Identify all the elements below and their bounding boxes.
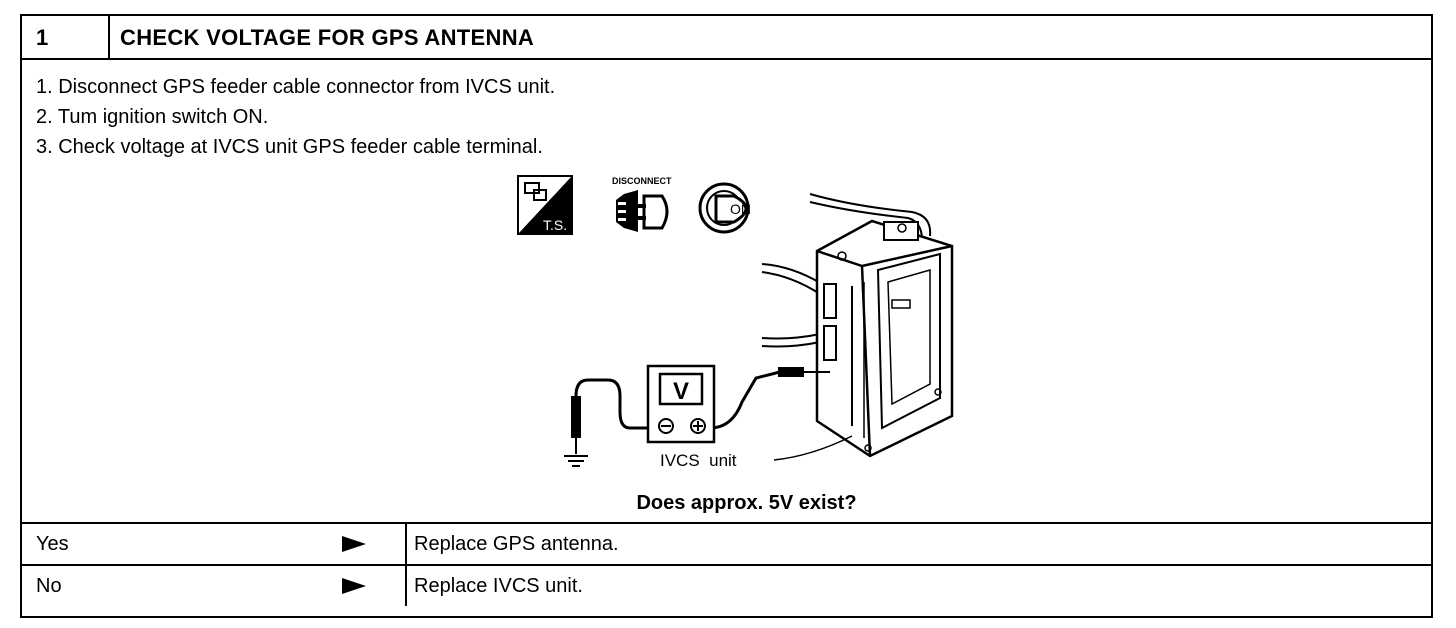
step-number: 1 — [22, 16, 110, 58]
diagnosis-question: Does approx. 5V exist? — [636, 492, 857, 514]
arrow-right-icon — [342, 536, 366, 552]
step-item: 2. Tum ignition switch ON. — [36, 106, 269, 128]
result-row-no: No Replace IVCS unit. — [22, 564, 1431, 606]
step-title: CHECK VOLTAGE FOR GPS ANTENNA — [120, 25, 535, 50]
answer-label: No — [36, 575, 62, 597]
ivcs-unit-label: IVCS unit — [660, 451, 737, 470]
step-item: 1. Disconnect GPS feeder cable connector… — [36, 76, 556, 98]
column-divider — [405, 524, 407, 564]
column-divider — [405, 566, 407, 606]
voltage-check-diagram: T.S. DISCONNECT ON — [517, 175, 954, 470]
action-text: Replace GPS antenna. — [414, 533, 619, 555]
ignition-key-on-icon: ON — [698, 182, 751, 234]
step-item: 3. Check voltage at IVCS unit GPS feeder… — [36, 136, 543, 158]
diagnosis-table: 1 CHECK VOLTAGE FOR GPS ANTENNA 1. Disco… — [20, 14, 1433, 618]
result-row-yes: Yes Replace GPS antenna. — [22, 522, 1431, 564]
meter-label: V — [673, 378, 689, 405]
ivcs-unit-drawing — [815, 219, 954, 458]
disconnect-connector-icon: DISCONNECT — [612, 176, 672, 232]
disconnect-label: DISCONNECT — [612, 176, 672, 186]
header-row: 1 CHECK VOLTAGE FOR GPS ANTENNA — [22, 16, 1431, 60]
tester-label: T.S. — [543, 217, 567, 233]
ground-symbol-icon — [564, 455, 588, 467]
tester-icon: T.S. — [517, 175, 573, 235]
on-label: ON — [730, 201, 751, 217]
voltmeter-icon: V — [646, 364, 716, 444]
action-text: Replace IVCS unit. — [414, 575, 583, 597]
procedure-steps: 1. Disconnect GPS feeder cable connector… — [36, 72, 555, 162]
answer-label: Yes — [36, 533, 69, 555]
arrow-right-icon — [342, 578, 366, 594]
